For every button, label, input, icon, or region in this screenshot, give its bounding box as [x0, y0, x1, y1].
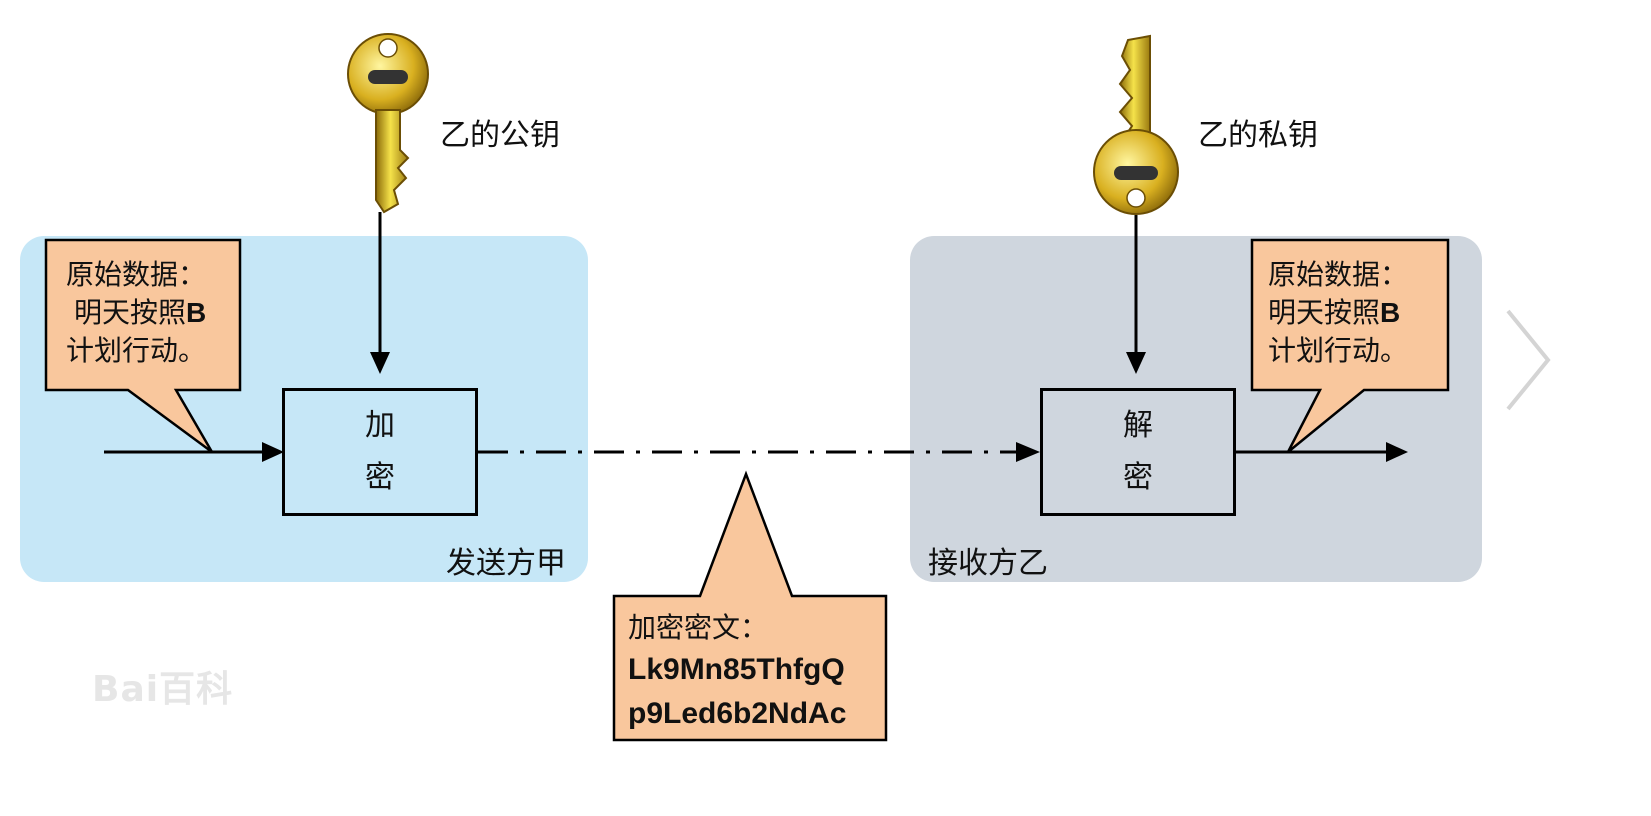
decrypt-label-line1: 解	[1123, 408, 1153, 443]
sender-note: 原始数据： 明天按照B 计划行动。	[66, 256, 206, 370]
receiver-note-line2: 明天按照	[1268, 296, 1381, 329]
cipher-callout	[612, 470, 888, 742]
next-button[interactable]	[1500, 305, 1560, 415]
cipher-note: 加密密文： Lk9Mn85ThfgQ p9Led6b2NdAc	[628, 608, 846, 736]
decrypt-box: 解 密	[1040, 388, 1236, 516]
watermark: Bai百科	[92, 669, 234, 710]
receiver-note-line2-bold: B	[1380, 297, 1401, 328]
encrypt-box: 加 密	[282, 388, 478, 516]
encrypt-label-line2: 密	[365, 460, 395, 495]
sender-note-line1: 原始数据：	[66, 258, 207, 291]
receiver-region-label: 接收方乙	[928, 546, 1048, 581]
encrypt-label-line1: 加	[365, 408, 395, 443]
cipher-label: 加密密文：	[628, 611, 769, 644]
cipher-code-line2: p9Led6b2NdAc	[628, 697, 847, 730]
private-key-label: 乙的私钥	[1198, 118, 1318, 153]
sender-note-line2: 明天按照	[74, 296, 187, 329]
receiver-note-line2-wrap: 明天按照B	[1268, 294, 1408, 332]
receiver-note: 原始数据： 明天按照B 计划行动。	[1268, 256, 1408, 370]
private-key-icon	[1093, 34, 1179, 215]
sender-callout	[44, 238, 242, 454]
public-key-icon	[347, 33, 429, 214]
cipher-code-line1: Lk9Mn85ThfgQ	[628, 653, 845, 686]
sender-region-label: 发送方甲	[446, 546, 566, 581]
receiver-callout	[1250, 238, 1450, 453]
sender-note-line3: 计划行动。	[66, 334, 207, 367]
receiver-note-line1: 原始数据：	[1268, 258, 1409, 291]
public-key-label: 乙的公钥	[440, 118, 560, 153]
sender-note-line2-wrap: 明天按照B	[66, 294, 206, 332]
sender-note-line2-bold: B	[186, 297, 207, 328]
receiver-note-line3: 计划行动。	[1268, 334, 1409, 367]
next-chevron-icon	[1506, 309, 1551, 411]
decrypt-label-line2: 密	[1123, 460, 1153, 495]
